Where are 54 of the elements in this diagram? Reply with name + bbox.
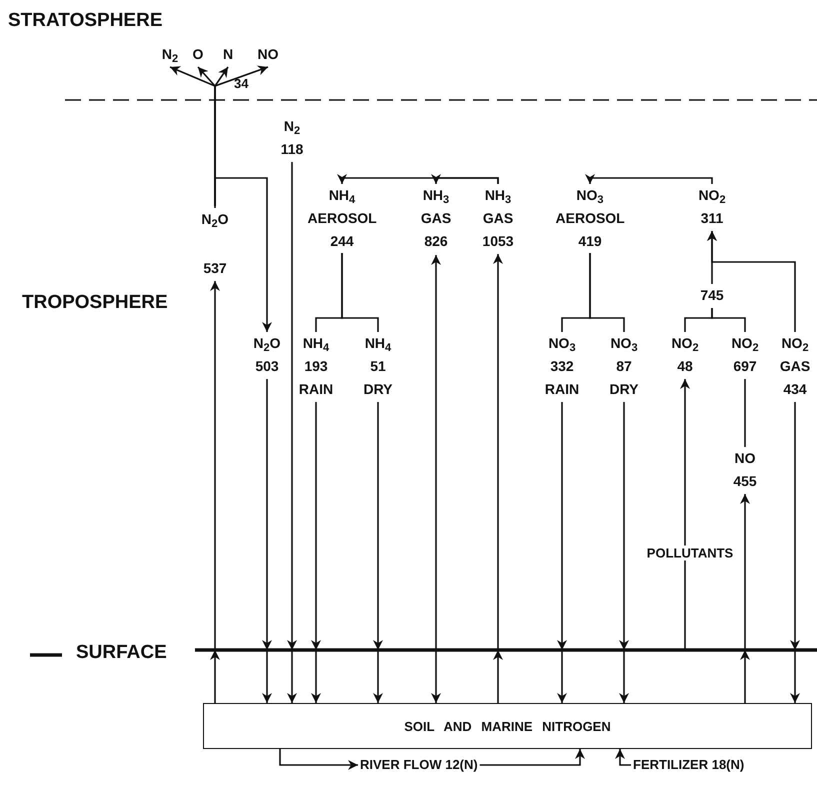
flux-label: NO$_{3}$ 87 DRY	[609, 332, 639, 401]
soil-box	[203, 703, 812, 749]
flux-label: NO$_{2}$ 48	[671, 332, 699, 378]
box-label: SOIL AND MARINE NITROGEN	[404, 718, 611, 734]
flow-arrow	[493, 254, 503, 703]
flow-arrow	[615, 749, 631, 766]
flow-arrow	[619, 402, 629, 703]
flow-arrow	[287, 162, 297, 703]
flux-label: N$_{2}$O	[201, 210, 229, 231]
flow-arrow	[311, 402, 321, 703]
flux-label: FERTILIZER 18(N)	[633, 755, 744, 775]
flux-label: N	[222, 43, 234, 66]
flux-label: NH$_{3}$ GAS 826	[420, 184, 452, 253]
connector-line	[589, 253, 625, 332]
flux-label: N$_{2}$	[162, 43, 178, 66]
connector-line	[341, 253, 379, 332]
flux-label: 537	[202, 259, 228, 278]
flux-label: NO$_{2}$ 311	[698, 184, 726, 230]
zone-label: SURFACE	[76, 642, 167, 664]
flow-arrow	[680, 379, 690, 650]
flow-arrow	[262, 379, 272, 703]
flow-arrow	[480, 749, 585, 766]
zone-label: STRATOSPHERE	[8, 10, 162, 32]
zone-label: TROPOSPHERE	[22, 292, 168, 314]
flow-arrow	[210, 281, 220, 703]
flux-label: RIVER FLOW 12(N)	[360, 755, 478, 775]
flow-arrow	[790, 402, 800, 703]
flux-label: NO 455	[733, 447, 757, 493]
flow-arrow	[431, 255, 441, 703]
flux-label: NH$_{4}$ AEROSOL 244	[308, 184, 376, 253]
flux-label: NO$_{3}$ AEROSOL 419	[556, 184, 624, 253]
flux-label: NH$_{4}$ 51 DRY	[363, 332, 393, 401]
connector-line	[744, 379, 746, 447]
flow-arrow	[373, 402, 383, 703]
flux-label: N$_{2}$O 503	[253, 332, 281, 378]
flux-label: NH$_{4}$ 193 RAIN	[298, 332, 334, 401]
flow-arrow	[279, 749, 358, 770]
flux-label: O	[192, 43, 204, 66]
flow-arrow	[214, 177, 272, 332]
flux-label: NO$_{3}$ 332 RAIN	[544, 332, 580, 401]
flux-label: 745	[700, 284, 724, 307]
flux-value: 34	[234, 76, 248, 91]
connector-line	[711, 308, 746, 332]
flux-label: NH$_{3}$ GAS 1053	[482, 184, 514, 253]
flux-label: NO	[258, 43, 278, 66]
flux-label: N$_{2}$ 118	[280, 115, 304, 161]
flow-arrow	[431, 174, 499, 184]
edge-label: POLLUTANTS	[644, 546, 736, 560]
flux-label: NO$_{2}$ 697	[731, 332, 759, 378]
flow-arrow	[707, 231, 796, 332]
flow-arrow	[585, 174, 713, 184]
flux-label: NO$_{2}$ GAS 434	[780, 332, 810, 401]
flow-arrow	[740, 494, 750, 703]
flow-arrow	[557, 402, 567, 703]
